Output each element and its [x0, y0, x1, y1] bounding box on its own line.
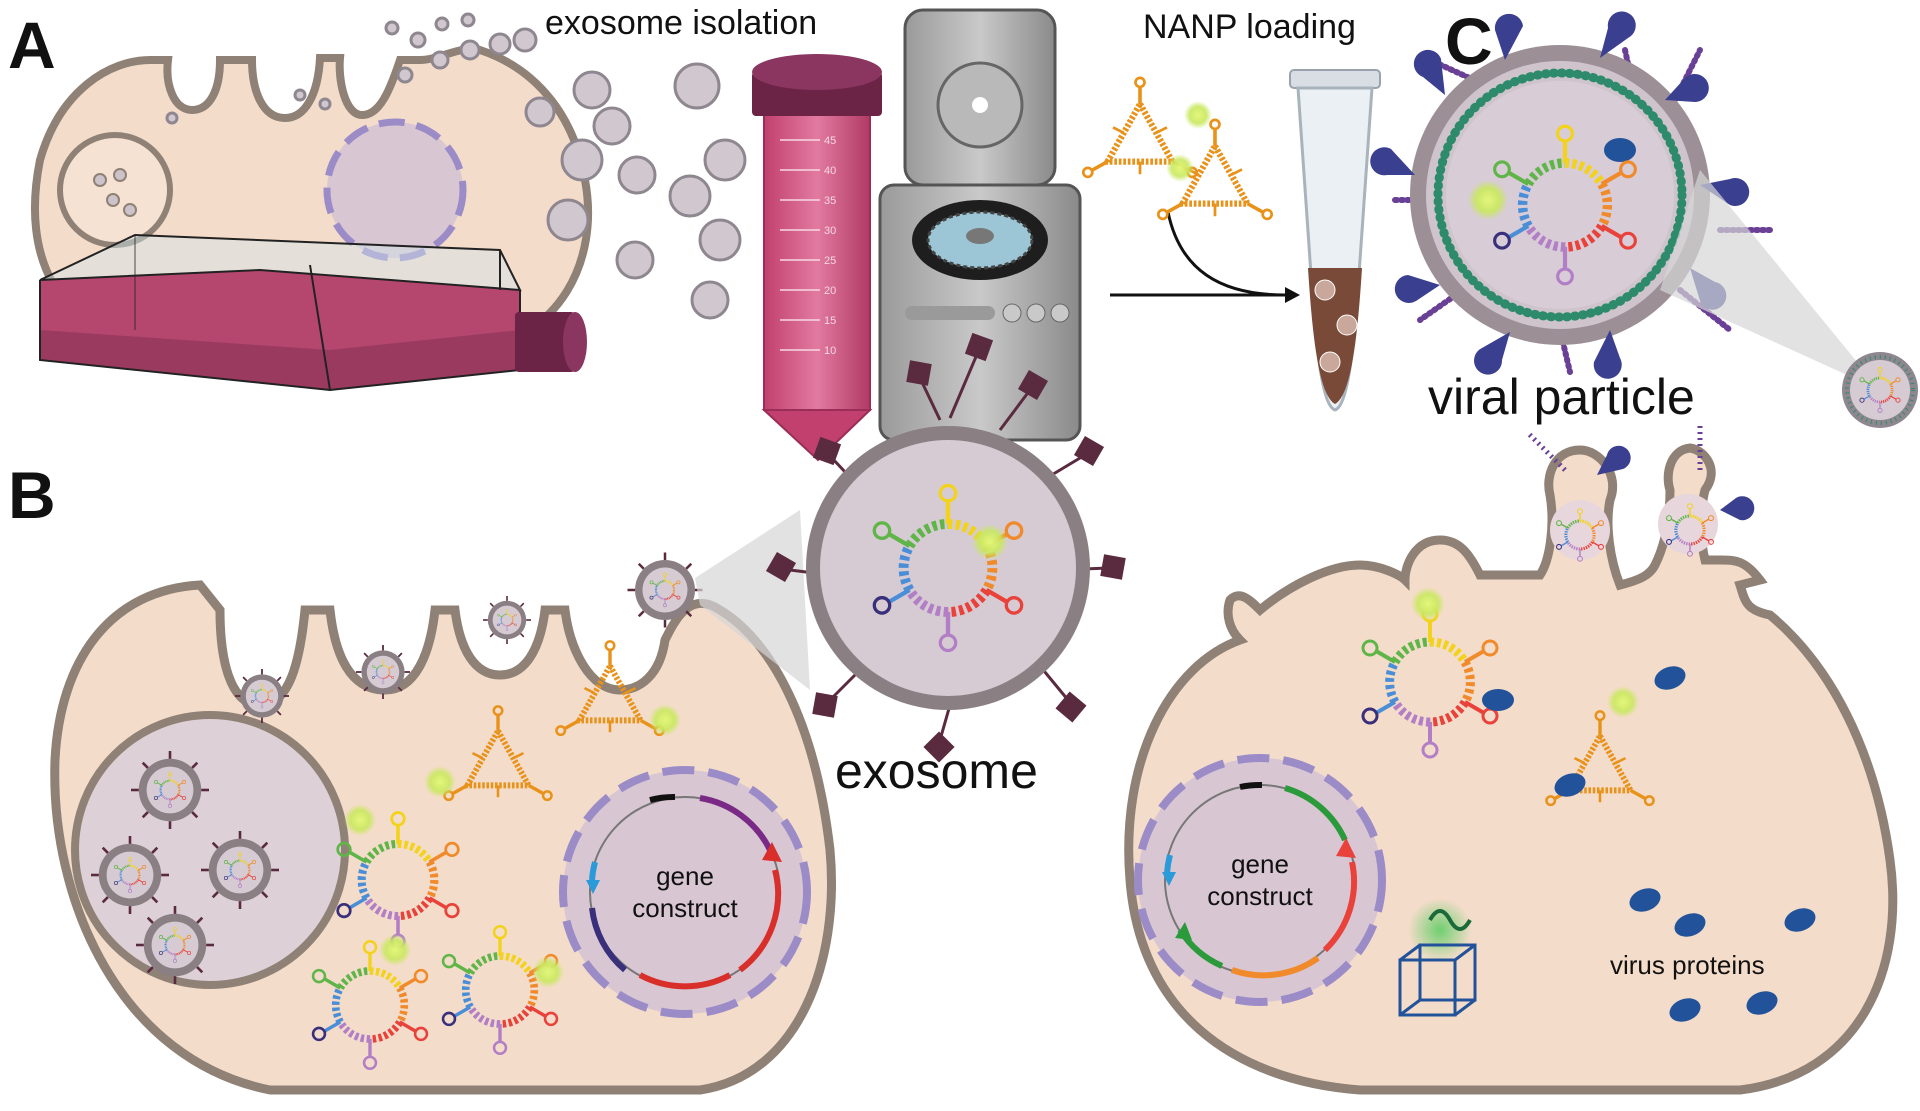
fluorophore	[1184, 101, 1212, 129]
tube-scale-label: 30	[824, 225, 836, 237]
virus-proteins	[1554, 666, 1816, 1022]
nucleus-b	[559, 766, 811, 1018]
fluorophore	[532, 956, 564, 988]
tube-scale	[780, 139, 820, 351]
fluorophore	[1166, 154, 1194, 182]
budding-exosome	[483, 596, 531, 644]
tube-scale-label: 20	[824, 285, 836, 297]
viral-particle-label: viral particle	[1428, 369, 1695, 425]
cell-a-endosome-vesicles	[93, 168, 137, 217]
budding-virion	[1525, 425, 1755, 563]
cell-a-endosome	[57, 132, 173, 248]
exosome-label: exosome	[835, 743, 1038, 799]
tube-scale-label: 10	[824, 345, 836, 357]
exosome-isolation-label: exosome isolation	[545, 4, 818, 42]
tube-scale-label: 40	[824, 165, 836, 177]
tube-scale-label: 35	[824, 195, 836, 207]
microcentrifuge-tube	[1289, 69, 1381, 412]
fluorophore	[424, 766, 456, 798]
small-viral-particle	[1842, 352, 1918, 428]
mvb-exosome	[131, 751, 209, 829]
fluorophore	[649, 704, 681, 736]
nanp-loading-label: NANP loading	[1143, 8, 1356, 46]
gene-construct-label-b: gene construct	[615, 860, 755, 924]
fluorophore	[1607, 686, 1639, 718]
tube-scale-label: 45	[824, 135, 836, 147]
released-vesicles	[165, 12, 747, 320]
fluorophore	[1411, 587, 1445, 621]
mvb-exosome	[201, 831, 279, 909]
gene-construct-line-2: construct	[1207, 881, 1313, 911]
gene-construct-line-2: construct	[632, 893, 738, 923]
viral-particle	[1370, 11, 1773, 379]
panel-label-c: C	[1445, 4, 1493, 78]
dna-cube	[1398, 898, 1477, 1017]
panel-label-b: B	[8, 458, 56, 532]
nucleus-c	[1134, 754, 1386, 1006]
fluorophore	[344, 804, 376, 836]
arrow-head	[1285, 287, 1300, 303]
virus-protein	[1482, 689, 1514, 711]
tube-scale-labels: 45 40 35 30 25 20 15 10	[824, 135, 836, 357]
fluorophore	[379, 934, 411, 966]
gene-construct-label-c: gene construct	[1190, 848, 1330, 912]
gene-construct-line-1: gene	[1231, 849, 1289, 879]
virus-proteins-label: virus proteins	[1610, 950, 1765, 980]
tube-scale-label: 25	[824, 255, 836, 267]
tube-scale-label: 15	[824, 315, 836, 327]
culture-flask	[39, 233, 587, 392]
exosome-zoom	[765, 332, 1126, 763]
conical-tube	[752, 54, 882, 462]
mvb-exosome	[91, 836, 169, 914]
gene-construct-line-1: gene	[656, 861, 714, 891]
released-exosome	[628, 553, 703, 628]
mvb-exosome	[136, 906, 214, 984]
cell-a-nucleus	[323, 118, 467, 262]
loading-arrow	[1166, 211, 1286, 297]
zoom-cone-c	[1660, 170, 1880, 390]
panel-label-a: A	[8, 8, 56, 82]
